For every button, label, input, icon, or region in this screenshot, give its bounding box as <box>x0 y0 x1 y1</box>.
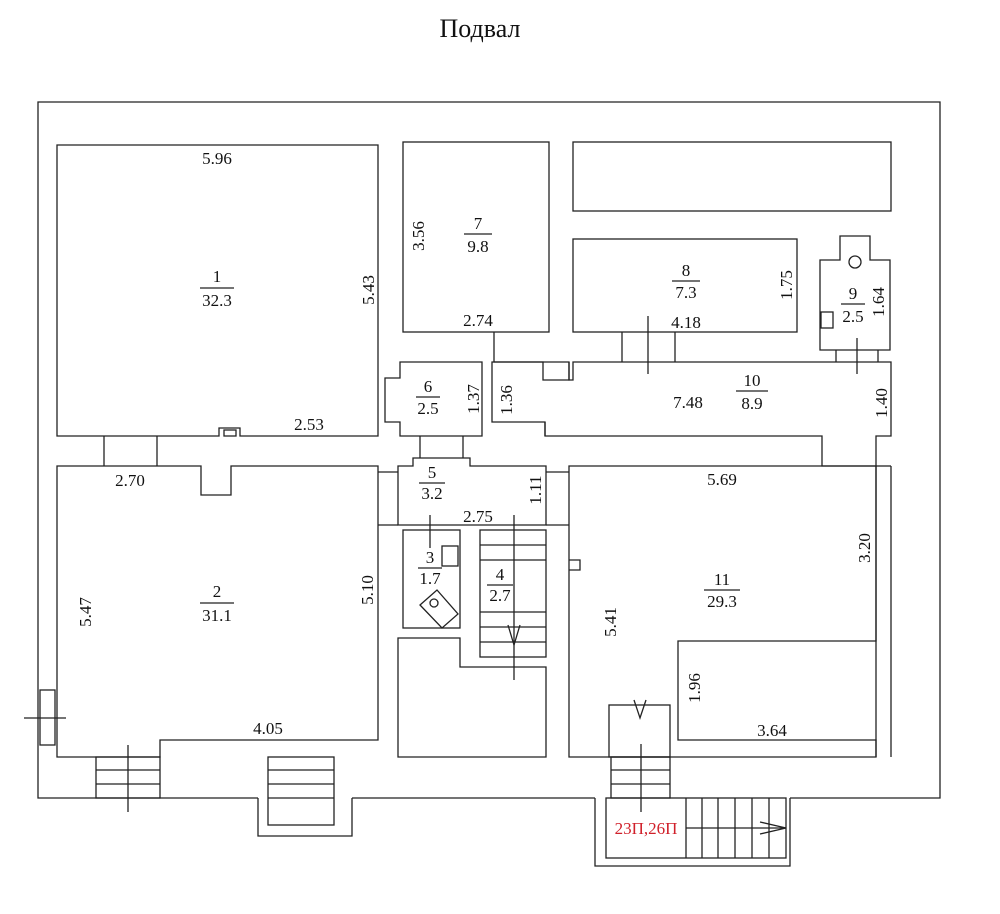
room-number: 10 <box>744 371 761 390</box>
room-area: 2.5 <box>842 307 863 326</box>
room-number: 5 <box>428 463 437 482</box>
dim-label: 3.56 <box>409 221 428 251</box>
dim-label: 3.64 <box>757 721 787 740</box>
room-10: 1.36 7.48 10 8.9 1.40 <box>491 361 892 467</box>
plan-title: Подвал <box>440 14 521 43</box>
dim-label: 2.53 <box>294 415 324 434</box>
dim-label: 4.05 <box>253 719 283 738</box>
room-area: 9.8 <box>467 237 488 256</box>
entrance-label: 23П,26П <box>615 819 678 838</box>
dim-label: 7.48 <box>673 393 703 412</box>
dim-label: 5.43 <box>359 275 378 305</box>
room-2: 2.70 2 31.1 5.47 5.10 4.05 <box>24 465 379 758</box>
room-number: 11 <box>714 570 730 589</box>
dim-label: 1.64 <box>869 287 888 317</box>
dim-label: 5.96 <box>202 149 232 168</box>
room-number: 4 <box>496 565 505 584</box>
room-6: 6 2.5 1.37 <box>384 361 483 458</box>
room-4-stairs: 4 2.7 <box>479 515 547 680</box>
dim-label: 1.11 <box>526 475 545 504</box>
dim-label: 1.40 <box>872 388 891 418</box>
room-area: 2.5 <box>417 399 438 418</box>
room-area: 32.3 <box>202 291 232 310</box>
dim-label: 2.74 <box>463 311 493 330</box>
room-5: 5 3.2 2.75 1.11 <box>378 457 569 526</box>
room-number: 8 <box>682 261 691 280</box>
utility-space <box>397 637 547 758</box>
toilet-icon <box>848 255 862 269</box>
room-8: 8 7.3 1.75 4.18 <box>572 238 798 374</box>
dim-label: 3.20 <box>855 533 874 563</box>
room-number: 9 <box>849 284 858 303</box>
room-1: 5.96 1 32.3 5.43 2.53 <box>56 144 379 466</box>
stairs-left <box>95 745 335 826</box>
room-9: 9 2.5 1.64 <box>819 235 891 374</box>
dim-label: 5.47 <box>76 597 95 627</box>
sink-icon <box>441 545 459 567</box>
dim-label: 5.69 <box>707 470 737 489</box>
dim-label: 1.75 <box>777 270 796 300</box>
room-area: 2.7 <box>489 586 511 605</box>
room-area: 31.1 <box>202 606 232 625</box>
dim-label: 2.70 <box>115 471 145 490</box>
room-area: 7.3 <box>675 283 696 302</box>
dim-label: 1.96 <box>685 673 704 703</box>
room-area: 1.7 <box>419 569 441 588</box>
room-number: 7 <box>474 214 483 233</box>
entrance-stairs: 23П,26П <box>605 744 787 859</box>
room-11: 5.69 11 29.3 5.41 3.20 1.96 3.64 <box>568 465 892 758</box>
room-number: 3 <box>426 548 435 567</box>
room-area: 29.3 <box>707 592 737 611</box>
room-area: 8.9 <box>741 394 762 413</box>
room-3: 3 1.7 <box>402 515 461 629</box>
dim-label: 1.37 <box>464 384 483 414</box>
toilet-icon <box>419 589 459 629</box>
storage-block <box>572 141 892 212</box>
room-number: 6 <box>424 377 433 396</box>
dim-label: 5.10 <box>358 575 377 605</box>
room-7: 3.56 7 9.8 2.74 <box>402 141 570 381</box>
room-number: 1 <box>213 267 222 286</box>
dim-label: 2.75 <box>463 507 493 526</box>
outer-wall <box>37 101 941 867</box>
room-number: 2 <box>213 582 222 601</box>
room-area: 3.2 <box>421 484 442 503</box>
sink-icon <box>820 311 834 329</box>
dim-label: 1.36 <box>497 385 516 415</box>
dim-label: 4.18 <box>671 313 701 332</box>
dim-label: 5.41 <box>601 607 620 637</box>
